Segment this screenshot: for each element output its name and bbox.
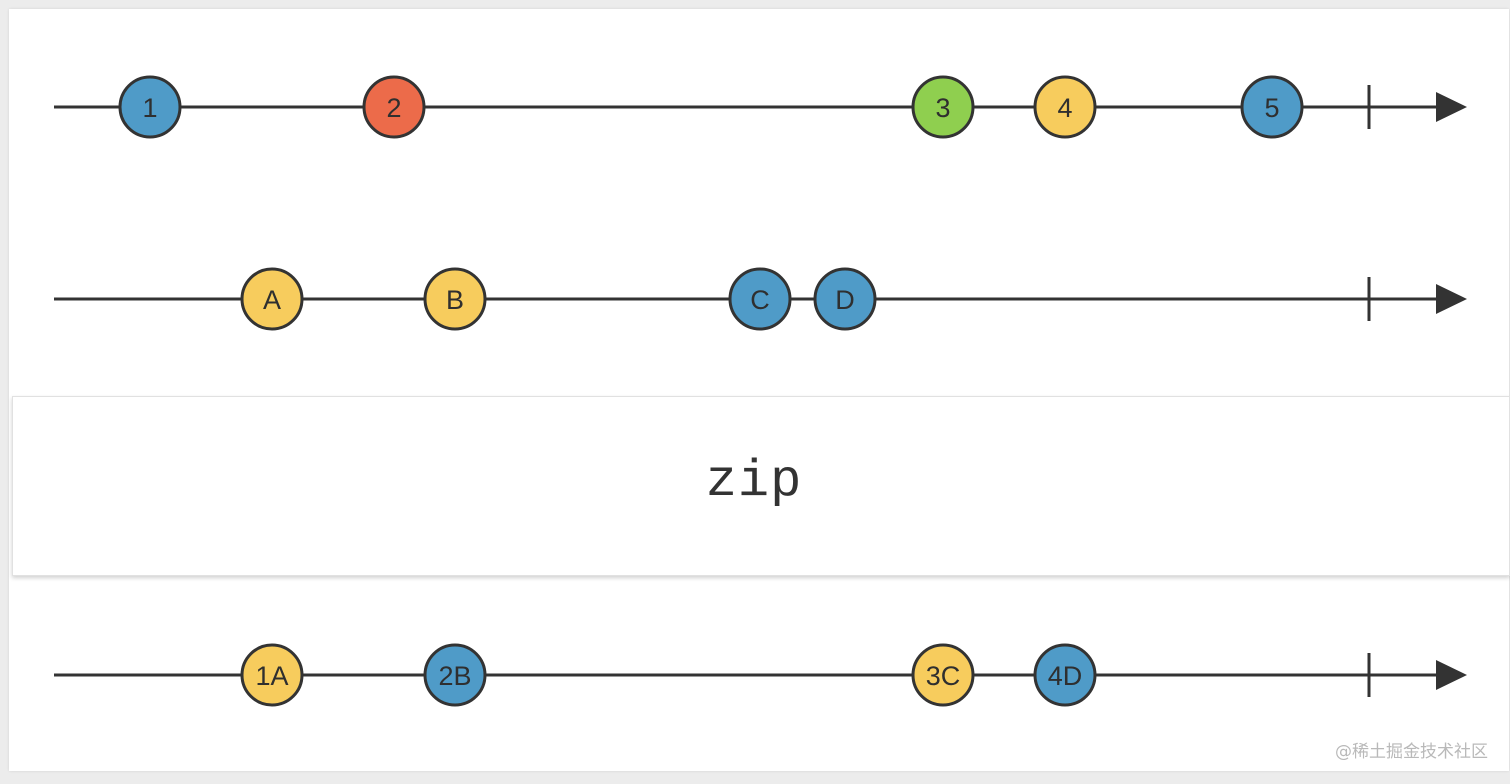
marble-label: 1 [142, 93, 157, 123]
marble-circle [911, 75, 975, 139]
marble: 3 [911, 75, 975, 139]
output-arrow-head [1436, 660, 1467, 690]
marble-label: 2 [386, 93, 401, 123]
marble: 2B [423, 643, 487, 707]
marble-circle [240, 267, 304, 331]
marble-label: 5 [1264, 93, 1279, 123]
marble: 5 [1240, 75, 1304, 139]
stream-numbers: 1 2 3 4 5 [54, 75, 1467, 139]
marble: A [240, 267, 304, 331]
marble-label: 1A [255, 661, 288, 691]
marble: 1A [240, 643, 304, 707]
watermark: @稀土掘金技术社区 [1335, 742, 1488, 762]
marble: D [813, 267, 877, 331]
marble-circle [423, 267, 487, 331]
marble-label: B [446, 285, 464, 315]
marble-label: 3C [926, 661, 961, 691]
stream-output: 1A 2B 3C 4D [54, 643, 1467, 707]
marble-circle [813, 267, 877, 331]
operator-box: zip [12, 396, 1510, 576]
operator-label: zip [705, 451, 803, 511]
marble-label: 4D [1048, 661, 1083, 691]
marble: C [728, 267, 792, 331]
marble-circle [240, 643, 304, 707]
marble-circle [1240, 75, 1304, 139]
marble-circle [423, 643, 487, 707]
numbers-arrow-head [1436, 92, 1467, 122]
marble-label: C [750, 285, 770, 315]
letters-arrow-head [1436, 284, 1467, 314]
marble: 1 [118, 75, 182, 139]
marble: 4D [1033, 643, 1097, 707]
marble-circle [728, 267, 792, 331]
marble-label: A [263, 285, 281, 315]
marble-circle [911, 643, 975, 707]
marble-label: D [835, 285, 855, 315]
marble: 4 [1033, 75, 1097, 139]
marble-circle [362, 75, 426, 139]
marble: 3C [911, 643, 975, 707]
marble-circle [1033, 643, 1097, 707]
marble-circle [1033, 75, 1097, 139]
marble: B [423, 267, 487, 331]
marble-label: 3 [935, 93, 950, 123]
diagram-canvas [9, 9, 1509, 771]
stream-letters: A B C D [54, 267, 1467, 331]
marble: 2 [362, 75, 426, 139]
marble-label: 2B [438, 661, 471, 691]
marble-label: 4 [1057, 93, 1072, 123]
marble-circle [118, 75, 182, 139]
